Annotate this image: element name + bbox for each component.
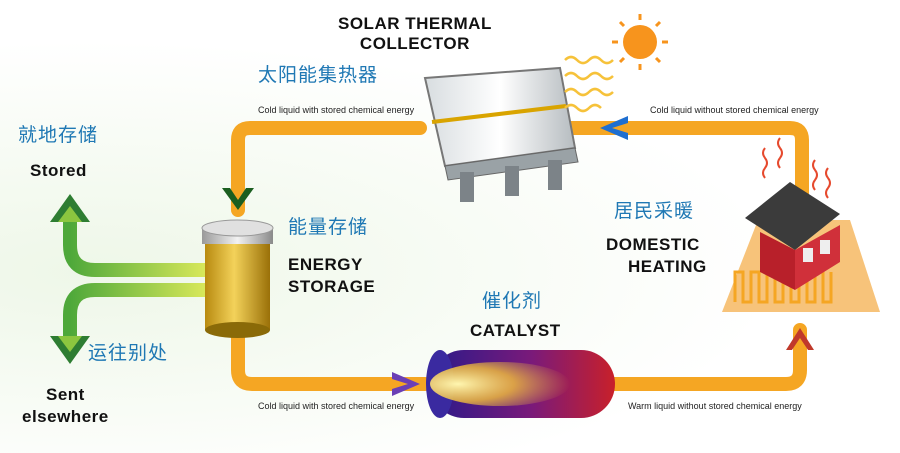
house-graphic [722,182,880,312]
flow-label-bottom-left: Cold liquid with stored chemical energy [258,401,415,411]
stored-label-cn: 就地存储 [18,125,99,146]
flow-label-bottom-right: Warm liquid without stored chemical ener… [628,401,802,411]
catalyst-cylinder-graphic [426,350,615,418]
catalyst-label-cn: 催化剂 [482,291,543,312]
rising-heat-icon [762,137,831,199]
collector-label-en: SOLAR THERMAL COLLECTOR [338,14,492,53]
flow-label-top-left: Cold liquid with stored chemical energy [258,105,415,115]
sent-label-en-2: elsewhere [22,407,109,426]
heating-label-cn: 居民采暖 [614,201,695,222]
solar-collector-graphic [423,66,579,202]
left-chevron-icon [600,116,628,140]
heat-waves-icon [564,55,614,113]
sun-icon [612,14,668,70]
pipe-loop [231,121,809,391]
storage-label-cn: 能量存储 [288,217,369,238]
up-chevron-icon [786,328,814,350]
stored-label-en: Stored [30,161,87,180]
sent-label-cn: 运往别处 [88,343,169,364]
catalyst-label-en: CATALYST [470,321,561,340]
heating-label-en-1: DOMESTIC [606,235,700,254]
heating-label-en-2: HEATING [628,257,707,276]
flow-label-top-right: Cold liquid without stored chemical ener… [650,105,819,115]
storage-label-en-1: ENERGY [288,255,363,274]
storage-label-en-2: STORAGE [288,277,376,296]
right-chevron-icon [392,372,420,396]
output-arrows [50,194,205,364]
sent-label-en-1: Sent [46,385,85,404]
storage-tank-graphic [201,219,274,338]
down-chevron-icon [222,188,254,210]
collector-label-cn: 太阳能集热器 [258,65,379,86]
